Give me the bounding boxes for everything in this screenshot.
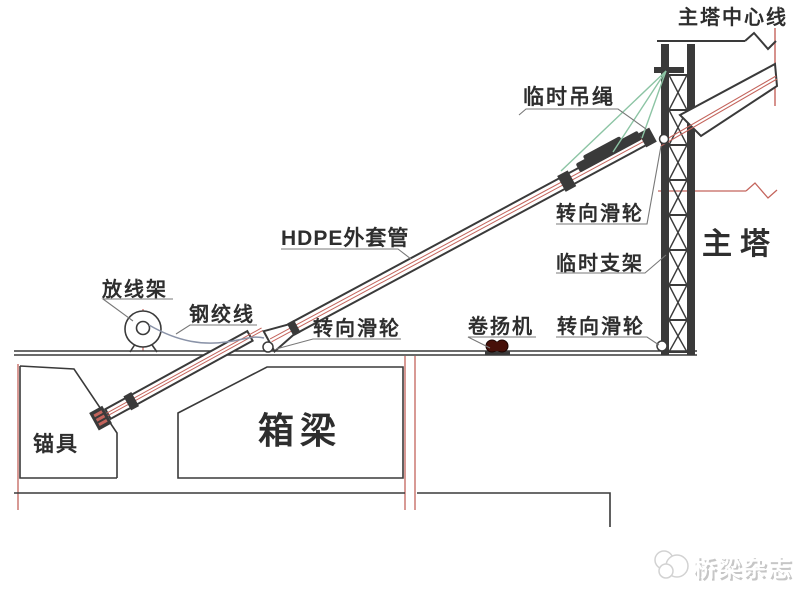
break-line-mid bbox=[658, 182, 778, 199]
temporary-ropes bbox=[560, 70, 667, 172]
anchor-mark bbox=[98, 418, 108, 426]
tower-leg-right bbox=[687, 44, 695, 355]
traction-head bbox=[576, 131, 642, 172]
break-line-top bbox=[657, 31, 777, 51]
label-pulley-deck-right: 转向滑轮 bbox=[557, 314, 645, 338]
leader-pulley-top bbox=[556, 145, 662, 225]
steel-strand-curve bbox=[148, 324, 265, 344]
leader-pulley-left bbox=[275, 338, 401, 350]
label-anchor: 锚具 bbox=[33, 432, 79, 456]
temp-rope-2 bbox=[612, 70, 667, 153]
label-temp-support: 临时支架 bbox=[556, 251, 644, 275]
tower-base-pulley bbox=[656, 340, 668, 352]
reel-hub bbox=[135, 320, 151, 336]
lower-pipe-body bbox=[103, 329, 254, 421]
leader-temp-support bbox=[556, 254, 667, 274]
leader-pulley-right bbox=[556, 336, 660, 346]
temp-rope-3 bbox=[641, 70, 667, 139]
winch-base bbox=[485, 351, 510, 355]
hdpe-pipe bbox=[262, 127, 657, 354]
leader-strand bbox=[175, 324, 257, 335]
traction-head-top bbox=[583, 136, 622, 160]
label-box-girder: 箱梁 bbox=[258, 410, 342, 451]
bridge-deck bbox=[14, 350, 697, 356]
pipe-clamp-lower bbox=[123, 392, 140, 411]
label-temp-rope: 临时吊绳 bbox=[523, 85, 615, 109]
temp-rope-1 bbox=[560, 70, 667, 172]
pipe-clamp-upper bbox=[557, 170, 577, 192]
label-hdpe-pipe: HDPE外套管 bbox=[281, 226, 409, 250]
text-labels: 主塔中心线 临时吊绳 转向滑轮 HDPE外套管 临时支架 主塔 放线架 钢绞线 … bbox=[33, 5, 788, 456]
funnel-collar bbox=[286, 319, 301, 337]
watermark: 桥梁杂志 桥梁杂志 bbox=[654, 550, 795, 583]
label-winch: 卷扬机 bbox=[468, 314, 534, 338]
payoff-reel bbox=[124, 310, 162, 353]
label-strand: 钢绞线 bbox=[189, 302, 255, 326]
leader-reel bbox=[101, 298, 173, 322]
installed-pipe-centerline bbox=[659, 75, 778, 147]
watermark-logo-icon bbox=[654, 550, 689, 579]
girder-void-right bbox=[177, 366, 404, 479]
label-pulley-top: 转向滑轮 bbox=[556, 201, 644, 225]
box-girder-outline bbox=[14, 365, 611, 527]
label-main-tower: 主塔 bbox=[702, 228, 778, 261]
girder-void-left bbox=[19, 365, 118, 479]
installed-stay-pipe bbox=[659, 62, 779, 147]
label-tower-centerline: 主塔中心线 bbox=[678, 5, 788, 29]
tower-leg-left bbox=[661, 44, 669, 355]
label-reel: 放线架 bbox=[101, 277, 168, 301]
lower-anchor-pipe bbox=[89, 327, 264, 431]
rope-anchor-bracket bbox=[654, 67, 684, 73]
label-leaders bbox=[101, 108, 667, 350]
label-pulley-deck-left: 转向滑轮 bbox=[313, 316, 401, 340]
leader-temp-rope bbox=[518, 108, 647, 130]
girder-bottom-line bbox=[14, 492, 611, 527]
main-tower-lattice bbox=[654, 31, 777, 355]
winch-body bbox=[489, 342, 505, 351]
pipe-tip-block bbox=[638, 127, 657, 148]
leader-winch bbox=[467, 336, 536, 349]
deck-pulley-left bbox=[262, 341, 274, 353]
watermark-text: 桥梁杂志 bbox=[693, 555, 793, 581]
leader-hdpe bbox=[281, 248, 412, 260]
watermark-text-shadow: 桥梁杂志 bbox=[695, 557, 795, 583]
anchor-mark bbox=[93, 410, 103, 418]
anchor-mark bbox=[95, 414, 106, 422]
tower-top-pulley bbox=[658, 133, 670, 145]
tower-x-bracing bbox=[661, 74, 695, 353]
